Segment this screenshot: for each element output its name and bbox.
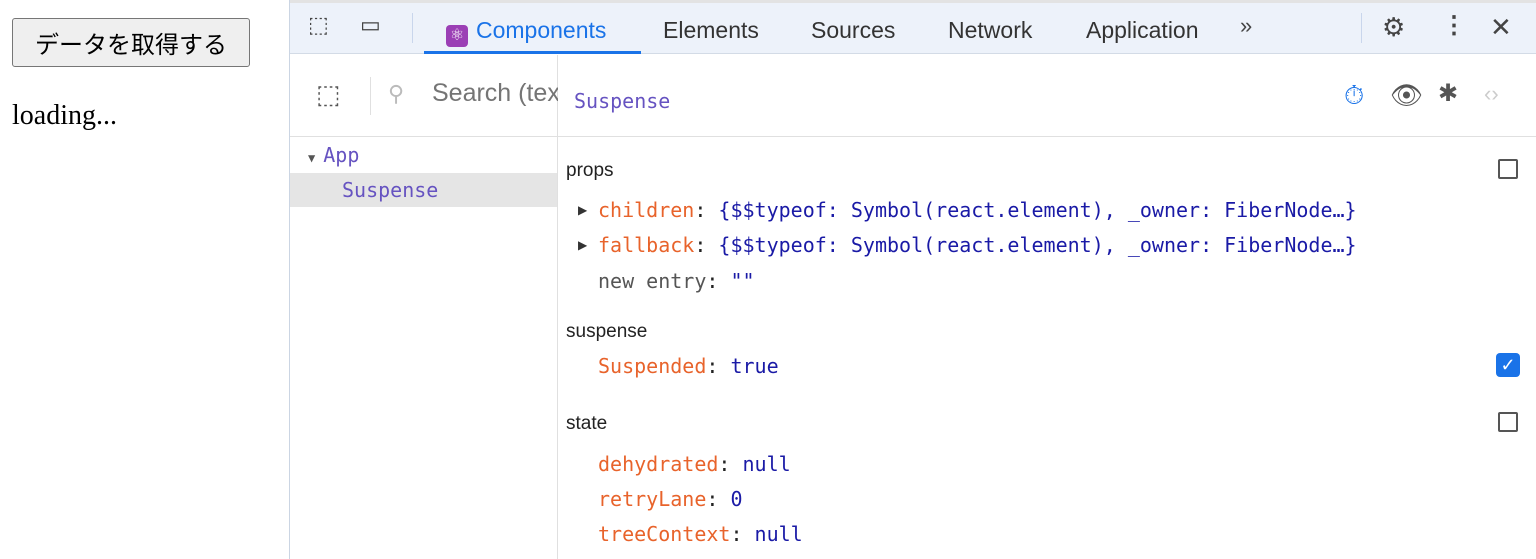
new-prop-entry[interactable]: new entry: "" [598, 269, 755, 293]
state-treecontext: treeContext: null [598, 522, 803, 546]
selected-component-name: Suspense [574, 89, 671, 113]
fetch-data-button[interactable]: データを取得する [12, 18, 250, 67]
expand-triangle-icon[interactable]: ▼ [308, 151, 316, 165]
expand-fallback-icon[interactable]: ▶ [578, 238, 588, 252]
react-icon: ⚛ [446, 25, 468, 47]
component-inspector-pane: Suspense ⏱ 👁 ✱ ‹› props ▶ children: {$$t… [558, 55, 1536, 559]
props-heading: props [566, 160, 614, 181]
copy-props-icon[interactable] [1498, 159, 1518, 179]
component-search-input[interactable] [432, 79, 558, 108]
expand-children-icon[interactable]: ▶ [578, 203, 588, 217]
tab-components[interactable]: ⚛Components [446, 17, 606, 47]
prop-fallback: fallback: {$$typeof: Symbol(react.elemen… [598, 233, 1357, 257]
suspended-checkbox[interactable]: ✓ [1496, 353, 1520, 377]
active-tab-indicator [424, 51, 641, 54]
state-retrylane: retryLane: 0 [598, 487, 743, 511]
prop-children: children: {$$typeof: Symbol(react.elemen… [598, 198, 1357, 222]
tree-item-suspense[interactable]: Suspense [290, 173, 557, 207]
tab-elements[interactable]: Elements [663, 17, 759, 43]
search-icon: ⚲ [388, 81, 405, 106]
tab-network[interactable]: Network [948, 17, 1033, 43]
tree-item-app[interactable]: ▼App [308, 143, 360, 167]
devtools-panel: ⬚ ▭ ⚛Components Elements Sources Network… [289, 0, 1536, 559]
app-page: データを取得する loading... [0, 0, 289, 559]
state-dehydrated: dehydrated: null [598, 452, 791, 476]
state-heading: state [566, 413, 608, 434]
tab-sources[interactable]: Sources [811, 17, 896, 43]
loading-text: loading... [12, 100, 117, 131]
suspense-heading: suspense [566, 321, 648, 342]
component-tree-pane: ⬚ ⚲ ▼App Suspense [290, 55, 558, 559]
view-source-icon[interactable]: ‹› [1484, 81, 1499, 106]
eye-icon[interactable]: 👁 [1390, 80, 1424, 110]
more-options-icon[interactable]: ⋮ [1442, 12, 1466, 39]
settings-gear-icon[interactable]: ⚙ [1382, 12, 1406, 42]
copy-state-icon[interactable] [1498, 412, 1518, 432]
inspect-element-icon[interactable]: ⬚ [308, 12, 329, 37]
tab-application[interactable]: Application [1086, 17, 1199, 43]
stopwatch-icon[interactable]: ⏱ [1344, 80, 1365, 110]
suspended-row: Suspended: true [598, 354, 779, 378]
close-icon[interactable]: ✕ [1490, 12, 1512, 42]
devtools-toolbar: ⬚ ▭ ⚛Components Elements Sources Network… [290, 0, 1536, 54]
select-component-icon[interactable]: ⬚ [316, 79, 341, 109]
bug-icon[interactable]: ✱ [1438, 80, 1459, 107]
device-toolbar-icon[interactable]: ▭ [360, 12, 381, 37]
more-tabs-icon[interactable]: » [1240, 13, 1253, 38]
